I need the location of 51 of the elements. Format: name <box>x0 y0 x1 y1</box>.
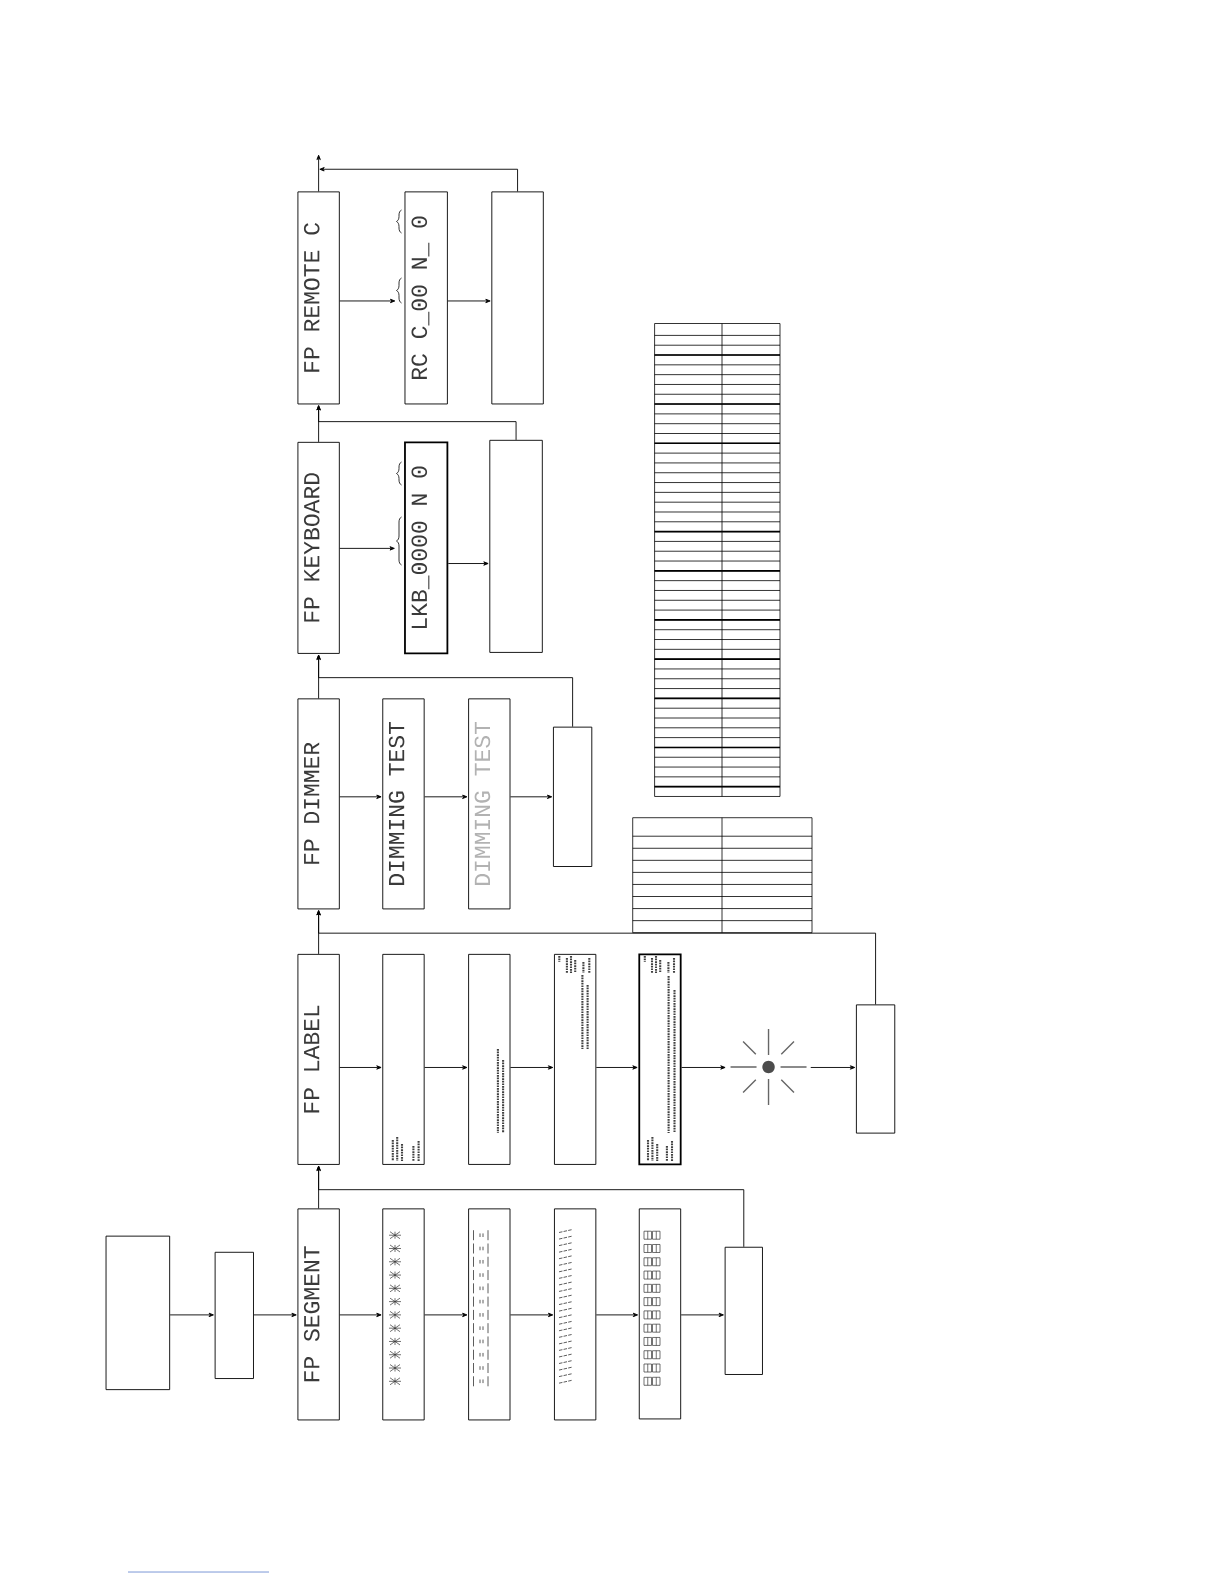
display-box: FP LABEL <box>297 953 340 1165</box>
display-box <box>382 953 425 1165</box>
arrow <box>339 1312 382 1318</box>
display-box: LKB_0000 N 0 <box>404 441 449 655</box>
process-box <box>489 439 543 653</box>
display-box <box>382 1208 425 1421</box>
display-box: DIMMING TEST <box>382 698 425 910</box>
arrow <box>510 794 553 799</box>
arrow <box>253 1312 297 1318</box>
display-box: FP SEGMENT <box>297 1208 340 1421</box>
arrow <box>447 561 489 566</box>
display-box <box>638 953 682 1166</box>
arrow <box>316 1165 321 1209</box>
arrow <box>319 167 519 192</box>
arrow <box>339 1065 382 1070</box>
arrow <box>680 1312 724 1318</box>
process-box <box>105 1235 171 1391</box>
process-box <box>214 1251 254 1379</box>
arrow <box>339 794 382 799</box>
display-box: FP DIMMER <box>297 698 340 910</box>
display-box <box>468 1208 511 1421</box>
arrow <box>169 1312 214 1318</box>
display-box <box>554 1208 597 1421</box>
arrow <box>339 298 396 304</box>
arrow <box>316 405 321 443</box>
arrow <box>681 1065 726 1070</box>
display-box <box>468 953 511 1165</box>
process-box <box>855 1004 896 1134</box>
display-box: FP REMOTE C <box>297 191 340 405</box>
arrow <box>424 1065 468 1070</box>
arrow <box>510 1065 554 1070</box>
display-box <box>638 1208 682 1420</box>
arrow <box>316 910 321 955</box>
arrow <box>316 154 321 192</box>
display-box: DIMMING TEST <box>468 698 511 910</box>
arrow <box>339 546 395 551</box>
display-box <box>554 953 597 1165</box>
arrow <box>595 1312 639 1318</box>
arrow <box>810 1065 856 1070</box>
flashing-light <box>729 1028 808 1106</box>
arrow <box>447 298 491 304</box>
process-box <box>491 191 544 405</box>
display-box: FP KEYBOARD <box>297 441 340 654</box>
process-box <box>552 726 593 867</box>
display-box: RC C_00 N_ 0 <box>404 191 448 405</box>
process-box <box>724 1246 763 1375</box>
arrow <box>316 654 321 699</box>
arrow <box>595 1065 638 1070</box>
arrow <box>424 1312 468 1318</box>
arrow <box>510 1312 554 1318</box>
arrow <box>424 794 468 799</box>
